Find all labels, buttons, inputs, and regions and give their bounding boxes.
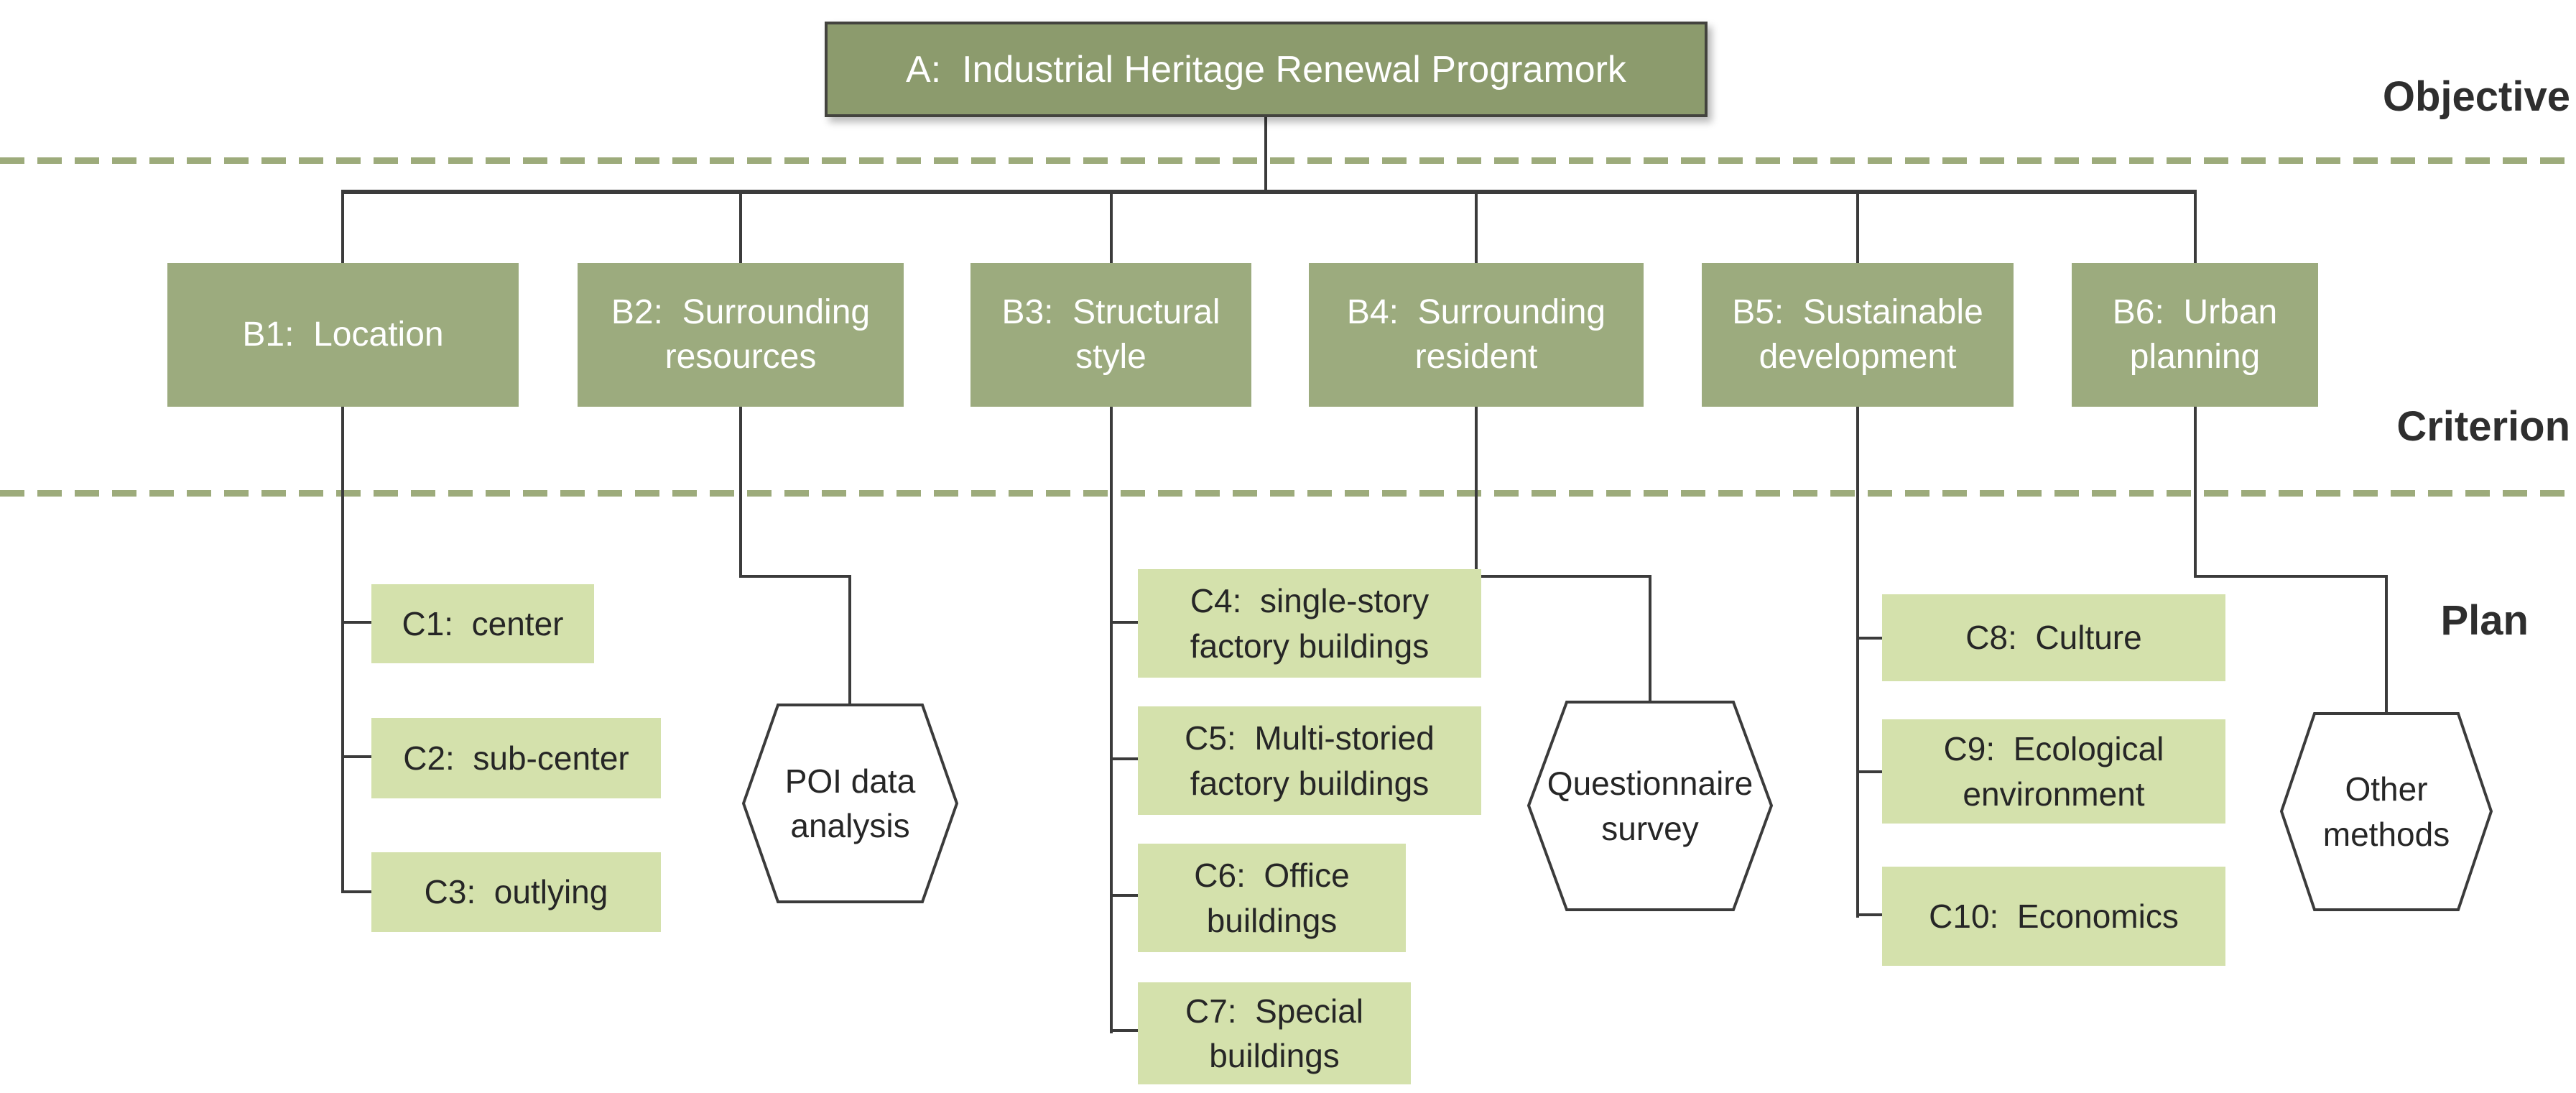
connector-drop-b2 [739,193,742,263]
poi-data-analysis-hexagon: POI data analysis [741,703,959,904]
plan-box-c7: C7: Special buildings [1138,982,1411,1084]
connector-tick-c3 [341,890,371,893]
connector-drop-b4 [1475,193,1478,263]
criterion-box-b6: B6: Urban planning [2072,263,2318,407]
plan-box-c5: C5: Multi-storied factory buildings [1138,706,1481,815]
plan-box-c1: C1: center [371,584,594,663]
objective-box: A: Industrial Heritage Renewal Programor… [825,22,1708,117]
connector-root-stem [1264,117,1267,193]
connector-bus [341,190,2197,194]
other-methods-hexagon: Other methods [2279,711,2493,912]
connector-tick-c1 [341,621,371,624]
plan-box-c3: C3: outlying [371,852,661,932]
connector-drop-b3 [1110,193,1113,263]
connector-b4-drop [1649,575,1651,703]
connector-b6-elbow [2194,575,2388,578]
criterion-plan-divider [0,490,2576,497]
hexagon-shape [1526,701,1774,911]
connector-b3-trunk [1110,407,1113,1033]
plan-box-c10: C10: Economics [1882,867,2225,966]
criterion-box-b5: B5: Sustainable development [1702,263,2014,407]
plan-box-c4: C4: single-story factory buildings [1138,569,1481,678]
plan-box-c8: C8: Culture [1882,594,2225,681]
connector-b2-elbow [739,575,851,578]
hexagon-shape [741,704,959,903]
connector-b4-elbow [1475,575,1651,578]
objective-criterion-divider [0,157,2576,164]
connector-b2-stem [739,407,742,578]
tier-label-criterion: Criterion [2396,403,2570,450]
hexagon-shape [2279,712,2493,911]
connector-tick-c10 [1856,913,1882,916]
connector-b6-stem [2194,407,2197,578]
connector-b5-trunk [1856,407,1859,918]
connector-tick-c8 [1856,637,1882,640]
hexagon-label: Other methods [2322,770,2450,853]
criterion-box-b2: B2: Surrounding resources [578,263,904,407]
connector-b6-drop [2385,575,2388,714]
criterion-box-b4: B4: Surrounding resident [1309,263,1644,407]
questionnaire-survey-hexagon: Questionnaire survey [1526,700,1774,912]
connector-tick-c7 [1110,1029,1138,1032]
connector-b4-stem [1475,407,1478,578]
connector-drop-b6 [2194,193,2197,263]
connector-tick-c2 [341,755,371,758]
connector-b1-trunk [341,407,344,893]
plan-box-c6: C6: Office buildings [1138,844,1406,952]
criterion-box-b3: B3: Structural style [970,263,1251,407]
connector-tick-c5 [1110,757,1138,760]
hexagon-label: POI data analysis [784,762,916,844]
hexagon-label: Questionnaire survey [1547,765,1753,847]
plan-box-c9: C9: Ecological environment [1882,719,2225,824]
tier-label-plan: Plan [2440,597,2529,644]
criterion-box-b1: B1: Location [167,263,519,407]
connector-drop-b1 [341,193,344,263]
connector-drop-b5 [1856,193,1859,263]
plan-box-c2: C2: sub-center [371,718,661,798]
connector-tick-c9 [1856,770,1882,773]
tier-label-objective: Objective [2382,73,2570,120]
connector-tick-c6 [1110,894,1138,897]
connector-b2-drop [848,575,851,706]
connector-tick-c4 [1110,621,1138,624]
